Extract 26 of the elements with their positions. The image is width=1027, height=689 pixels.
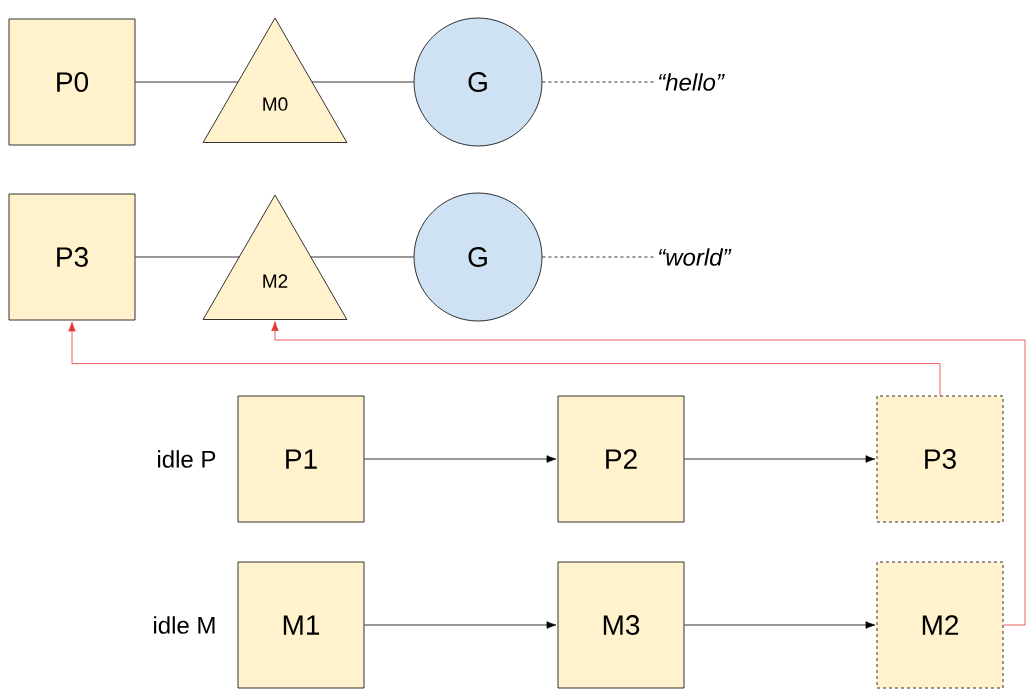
process-box: P1 — [237, 395, 365, 523]
connector — [135, 256, 240, 258]
connector — [311, 81, 414, 83]
connector — [135, 81, 239, 83]
connector — [271, 321, 1026, 626]
process-box: P3 — [876, 395, 1004, 523]
connector — [364, 621, 557, 629]
connector — [310, 256, 414, 258]
row-label: idle P — [158, 450, 216, 468]
quoted-text: “world” — [658, 248, 732, 266]
connector — [684, 455, 876, 463]
connector — [542, 81, 656, 83]
connector — [68, 321, 941, 396]
process-box: M2 — [876, 561, 1004, 689]
connector — [364, 455, 557, 463]
process-box: P3 — [8, 193, 136, 321]
triangle: M0 — [202, 17, 348, 143]
row-label: idle M — [154, 616, 215, 634]
process-box: P0 — [8, 18, 136, 146]
connector — [684, 621, 876, 629]
process-box: M3 — [557, 561, 685, 689]
process-box: P2 — [557, 395, 685, 523]
process-box: M1 — [237, 561, 365, 689]
connector — [542, 256, 656, 258]
quoted-text: “hello” — [658, 73, 725, 91]
triangle: M2 — [202, 194, 348, 320]
